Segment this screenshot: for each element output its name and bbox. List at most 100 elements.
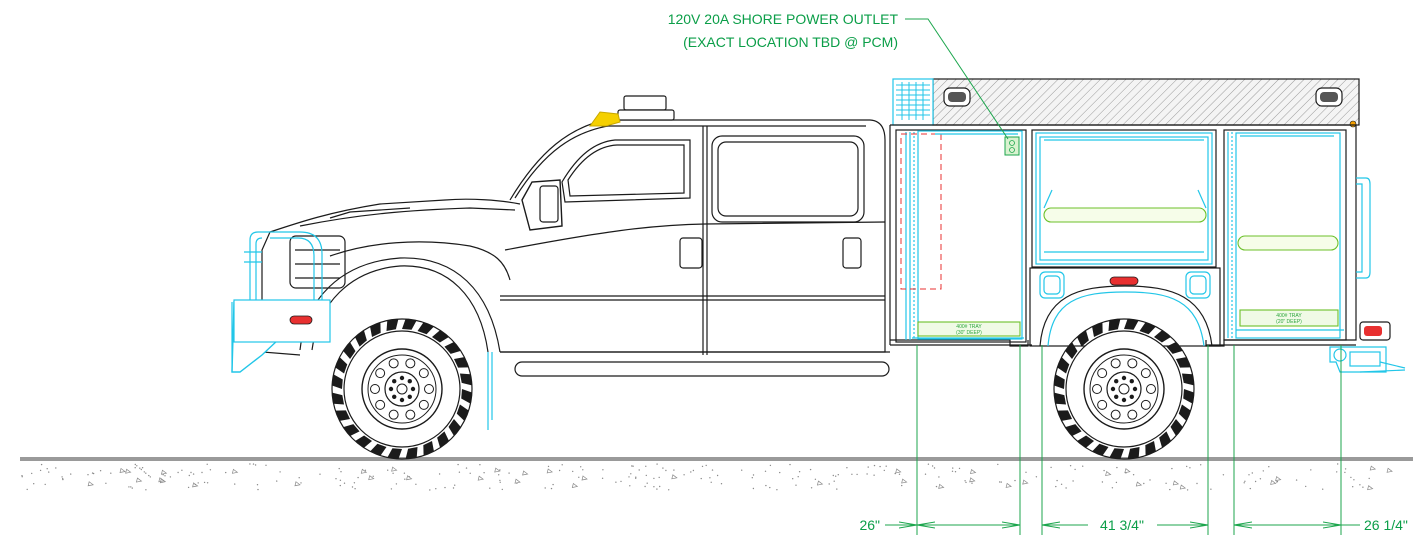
hub-cap — [396, 383, 408, 395]
aggregate-dot — [856, 473, 858, 476]
rim-hole — [1097, 399, 1108, 410]
tire-lug — [343, 424, 360, 436]
aggregate-dot — [256, 484, 259, 486]
aggregate-dot — [508, 472, 510, 474]
rear-hitch — [1329, 346, 1406, 373]
tray-rear — [1239, 309, 1339, 327]
aggregate-stone — [816, 480, 824, 486]
lug-nut — [399, 397, 405, 403]
lug-nut — [399, 375, 405, 381]
aggregate-dot — [958, 467, 961, 470]
aggregate-dot — [452, 487, 455, 489]
aggregate-stone — [514, 478, 521, 484]
tire-lug — [355, 330, 367, 347]
middle-compartment — [1031, 129, 1217, 268]
aggregate-dot — [776, 489, 778, 491]
aggregate-dot — [810, 487, 813, 489]
aggregate-dot — [1305, 485, 1307, 488]
aggregate-dot — [1196, 482, 1198, 485]
aggregate-dot — [234, 483, 236, 485]
aggregate-dot — [206, 463, 208, 465]
aggregate-dot — [615, 481, 617, 483]
tire-lug — [444, 342, 461, 354]
tire-lug — [332, 374, 343, 389]
aggregate-dot — [353, 482, 356, 484]
aggregate-dot — [335, 478, 337, 480]
aggregate-dot — [197, 482, 199, 484]
aggregate-dot — [483, 472, 485, 474]
aggregate-dot — [187, 486, 190, 489]
aggregate-dot — [203, 481, 206, 484]
aggregate-stone — [368, 475, 375, 481]
aggregate-dot — [662, 467, 664, 469]
aggregate-dot — [997, 463, 999, 466]
aggregate-stone — [1135, 481, 1143, 487]
tire-lug — [335, 357, 348, 374]
roof-light-bar — [623, 95, 667, 111]
aggregate-dot — [673, 469, 675, 471]
rim-hole — [1110, 409, 1121, 420]
aggregate-dot — [646, 482, 648, 484]
aggregate-dot — [499, 479, 501, 482]
aggregate-stone — [671, 474, 678, 480]
aggregate-dot — [879, 465, 881, 468]
aggregate-dot — [1056, 479, 1058, 482]
rear-door-handle — [842, 237, 862, 269]
aggregate-dot — [692, 469, 695, 472]
callout-line1: 120V 20A SHORE POWER OUTLET — [668, 11, 899, 27]
aggregate-dot — [169, 476, 172, 478]
rim-hole — [388, 409, 399, 420]
aggregate-dot — [628, 476, 630, 478]
aggregate-dot — [851, 473, 853, 475]
aggregate-dot — [1337, 463, 1339, 465]
aggregate-dot — [1336, 471, 1338, 473]
aggregate-dot — [644, 485, 646, 488]
aggregate-dot — [711, 469, 714, 471]
aggregate-stone — [901, 478, 908, 484]
tire-lug — [1108, 319, 1121, 332]
tire-lug — [459, 373, 472, 386]
aggregate-dot — [249, 463, 251, 465]
aggregate-dot — [846, 467, 848, 469]
aggregate-dot — [1000, 481, 1002, 483]
tray-front-line1: 400# TRAY — [956, 324, 982, 330]
aggregate-dot — [837, 474, 839, 476]
aggregate-dot — [965, 481, 967, 484]
aggregate-dot — [1035, 476, 1038, 478]
aggregate-dot — [544, 487, 546, 489]
rim-hole — [375, 368, 386, 379]
aggregate-dot — [1050, 466, 1052, 469]
tire-lug — [1057, 410, 1073, 421]
aggregate-dot — [252, 463, 255, 465]
aggregate-dot — [1101, 481, 1104, 483]
tire-lug — [1159, 431, 1171, 448]
aggregate-dot — [828, 483, 830, 485]
aggregate-dot — [1132, 474, 1135, 476]
aggregate-dot — [938, 476, 940, 478]
hood-outline — [269, 198, 521, 233]
aggregate-dot — [46, 468, 48, 470]
aggregate-dot — [547, 465, 550, 468]
middle-shelf — [1043, 207, 1207, 223]
aggregate-stone — [119, 467, 126, 473]
tire-outer — [331, 318, 473, 460]
aggregate-dot — [765, 484, 767, 487]
aggregate-dot — [1143, 482, 1145, 485]
pickup-cab — [261, 95, 890, 377]
tire-lug — [370, 322, 381, 338]
rim-hole — [418, 368, 429, 379]
side-marker-light — [1109, 276, 1139, 286]
aggregate-dot — [779, 471, 781, 474]
tire-lug — [335, 410, 351, 421]
aggregate-dot — [683, 474, 685, 476]
aggregate-dot — [1065, 487, 1067, 489]
aggregate-dot — [1248, 474, 1250, 476]
aggregate-dot — [792, 478, 794, 480]
rim-hole — [1140, 368, 1151, 379]
aggregate-dot — [1186, 489, 1189, 491]
callout-line2: (EXACT LOCATION TBD @ PCM) — [683, 34, 898, 50]
tire-lug — [1170, 419, 1183, 436]
aggregate-dot — [964, 480, 966, 482]
aggregate-dot — [70, 473, 72, 475]
aggregate-dot — [752, 474, 755, 476]
